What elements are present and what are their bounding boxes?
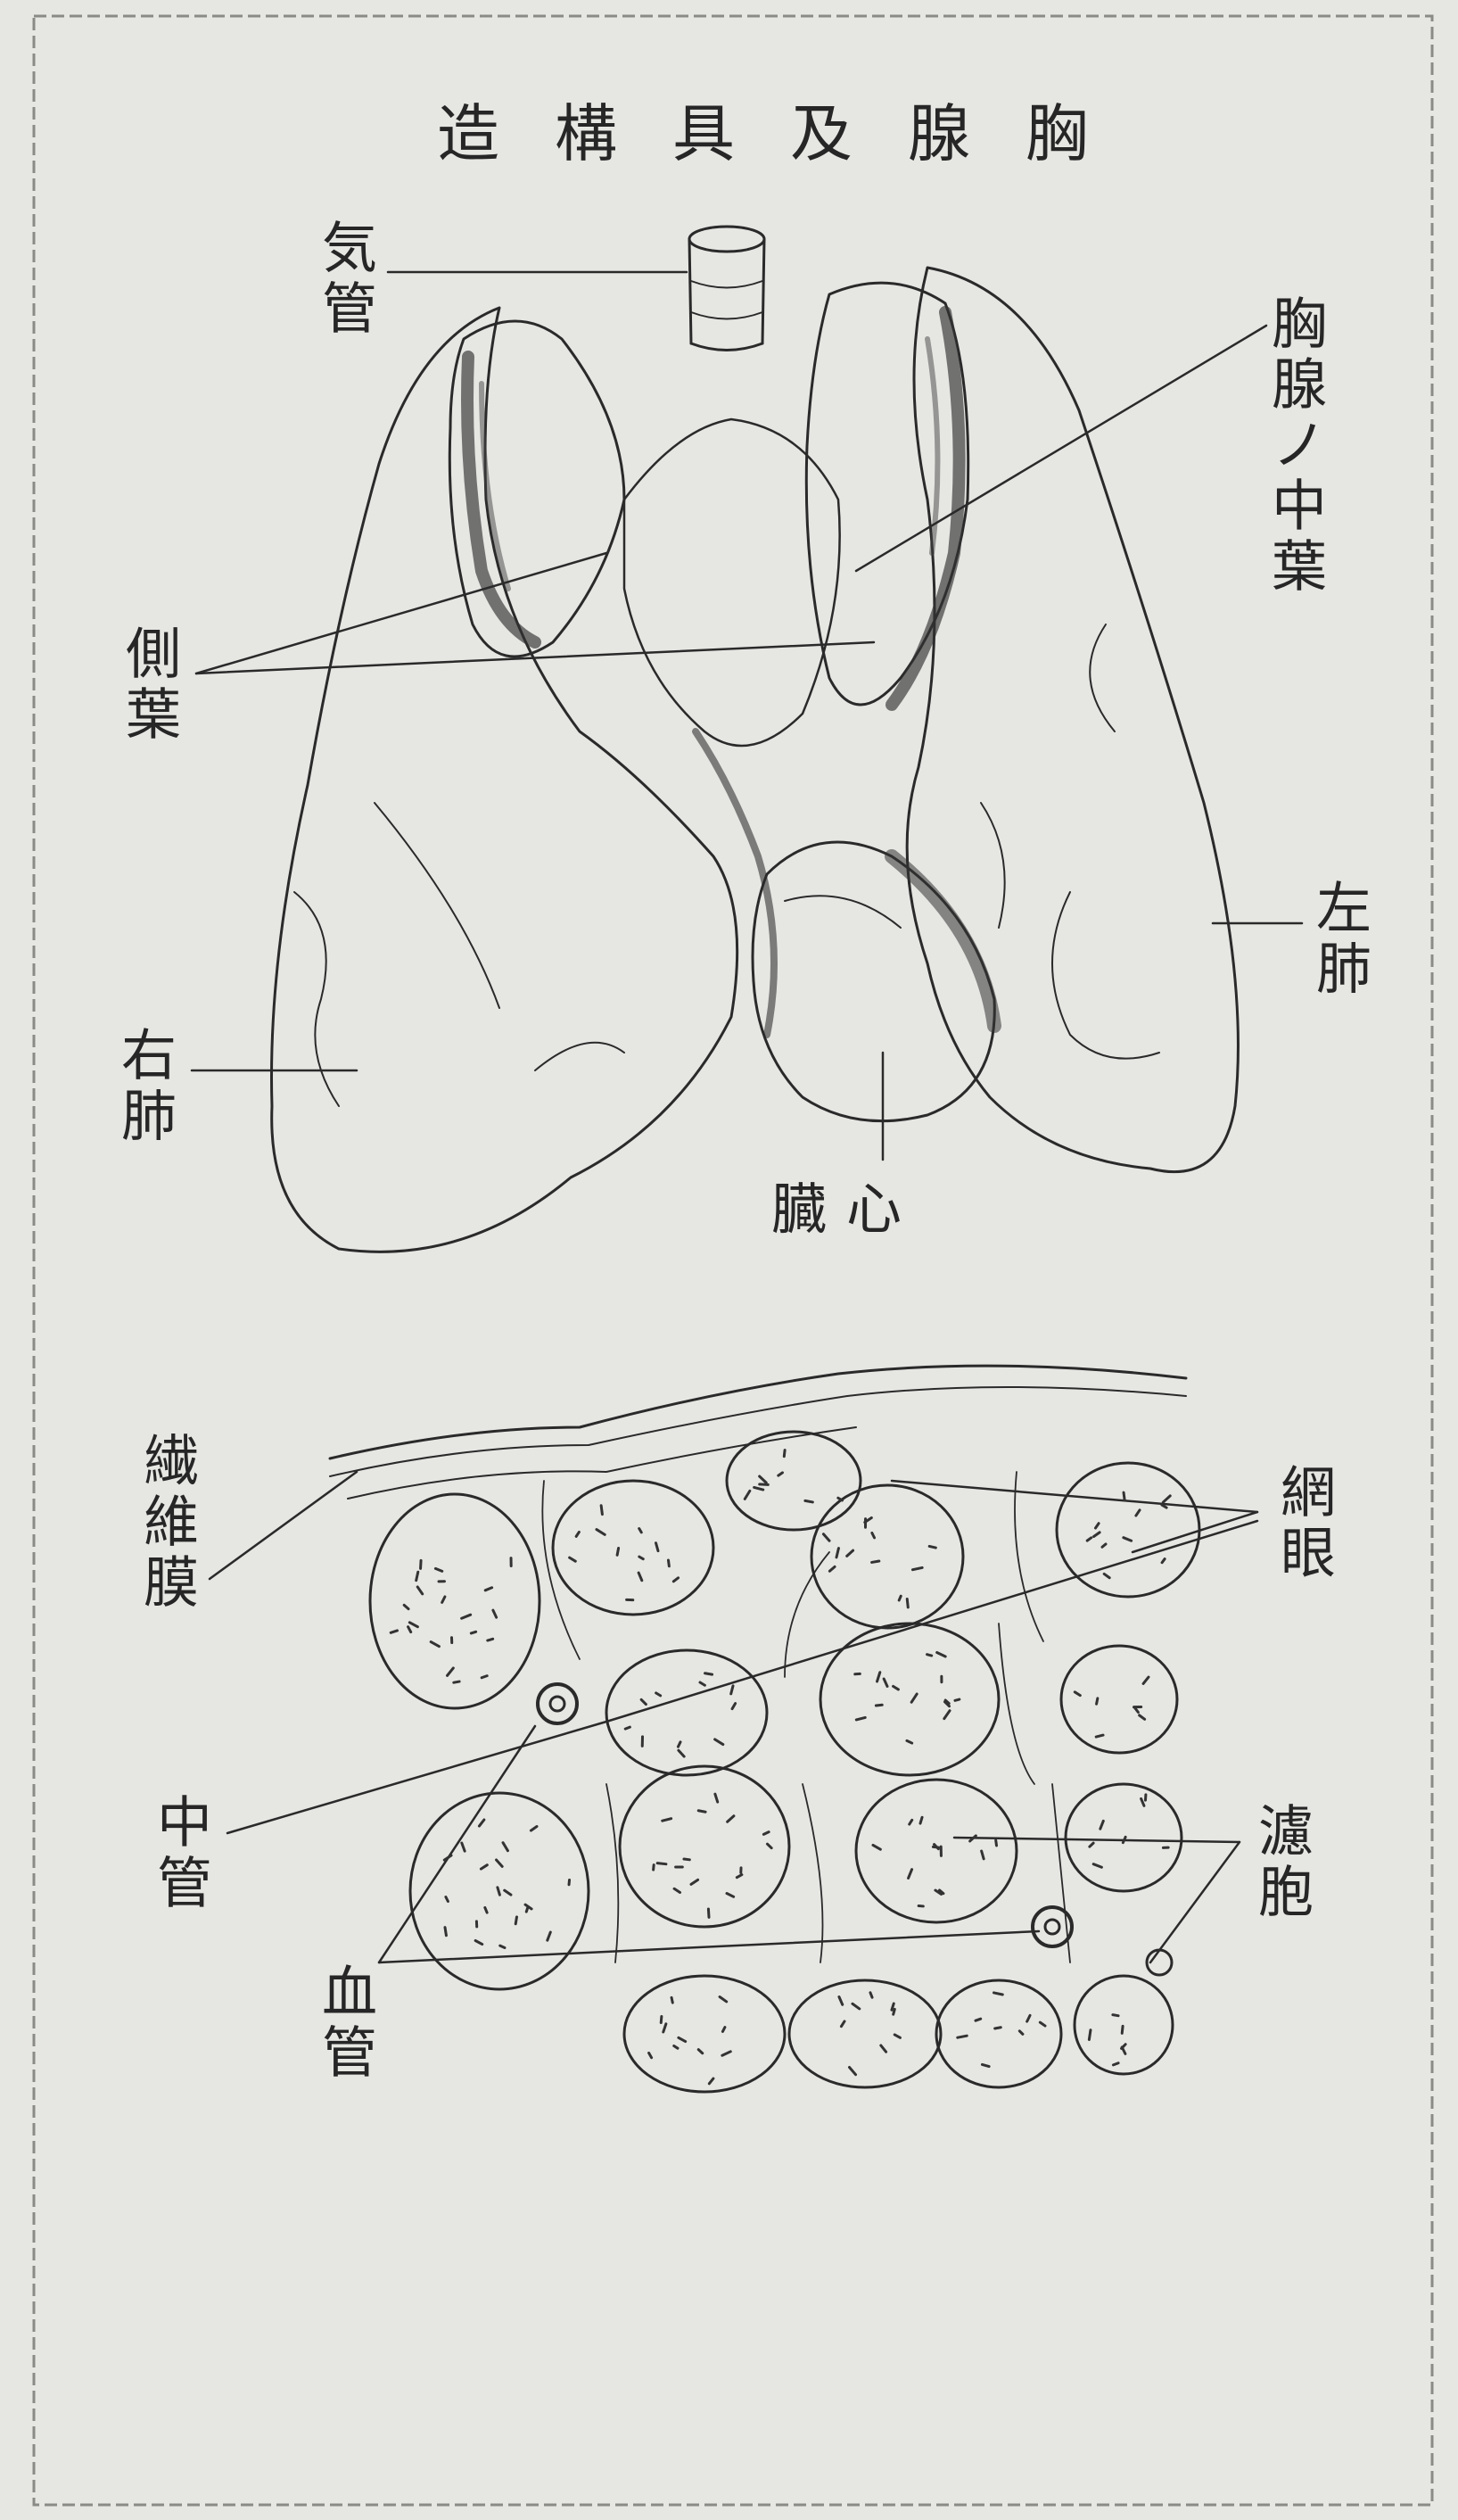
tissue-section: [330, 1366, 1199, 2092]
heart-drawing: [753, 842, 994, 1121]
label-lateral-lobe: 側葉: [120, 624, 176, 746]
trachea-drawing: [689, 227, 764, 351]
label-blood-vessel: 血管: [317, 1962, 372, 2084]
label-fibrous-membrane: 繊維膜: [138, 1432, 194, 1614]
label-trachea: 気管: [317, 219, 372, 340]
label-thymus-middle-lobe: 胸腺ノ中葉: [1266, 294, 1322, 598]
upper-leader-lines: [192, 272, 1302, 1160]
label-reticulum: 網眼: [1275, 1463, 1330, 1584]
label-central-vessel: 中管: [152, 1793, 207, 1914]
label-heart: 臓心: [771, 1182, 921, 1237]
figure-title: 造構具及腺胸: [437, 103, 1143, 165]
label-vacuole: 濾胞: [1253, 1802, 1308, 1923]
label-right-lung: 右肺: [116, 1026, 171, 1147]
lower-leader-lines: [210, 1472, 1257, 1962]
page-border: [34, 16, 1432, 2505]
label-left-lung: 左肺: [1311, 879, 1366, 1000]
right-lung-outline: [272, 308, 737, 1252]
